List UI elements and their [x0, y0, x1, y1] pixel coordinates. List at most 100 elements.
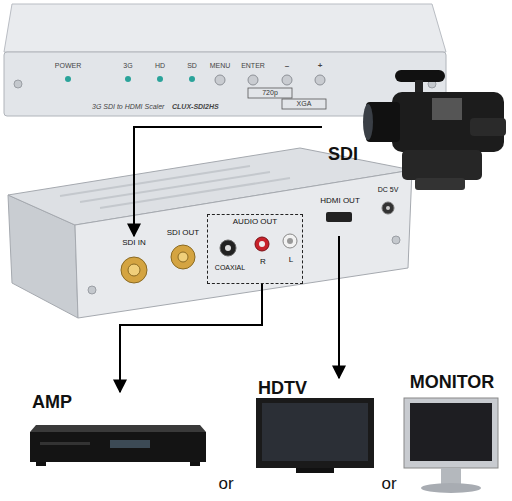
node-label: AMP [32, 392, 72, 413]
panel-label: HD [155, 62, 165, 70]
amplifier [30, 425, 206, 432]
panel-label: CLUX-SDI2HS [172, 103, 219, 111]
node-label: R [260, 257, 266, 266]
panel-label: 3G [123, 62, 132, 70]
computer-monitor [410, 403, 492, 461]
panel-label: or [218, 474, 233, 494]
power-jack [382, 202, 394, 214]
port-box: L [284, 255, 298, 267]
hdmi-port [326, 212, 352, 222]
bnc-connector [121, 257, 147, 283]
rca-jack [283, 234, 297, 248]
rca-jack [220, 240, 236, 256]
button-bracket [282, 99, 326, 109]
front-panel-device [4, 4, 446, 52]
panel-label: or [381, 474, 396, 494]
panel-button [315, 75, 325, 85]
amplifier [40, 442, 90, 445]
camcorder [402, 150, 482, 180]
node-label: AUDIO OUT [233, 217, 277, 226]
hdmi-port [326, 212, 352, 222]
scaler-device [60, 166, 250, 196]
device-box: AMP [28, 392, 210, 468]
panel-button [215, 75, 325, 85]
panel-label: XGA [297, 100, 312, 108]
computer-monitor [421, 483, 481, 493]
scaler-device [392, 236, 400, 244]
power-jack [382, 202, 394, 214]
rca-jack [255, 237, 269, 251]
status-led [65, 76, 195, 82]
panel-label: + [318, 61, 323, 70]
status-led [157, 76, 163, 82]
signal-cable [134, 127, 322, 236]
node-label: SDI OUT [167, 228, 199, 237]
panel-label: MENU [210, 62, 231, 70]
node-label: COAXIAL [215, 264, 245, 272]
rca-jack [259, 241, 265, 247]
scaler-device [80, 172, 270, 202]
panel-label: 3G SDI to HDMI Scaler [92, 103, 164, 111]
panel-button [248, 75, 258, 85]
button-bracket [248, 88, 326, 109]
camcorder [363, 104, 373, 140]
panel-label: SD [187, 62, 197, 70]
port-box: HDMI OUT [312, 194, 368, 236]
panel-label: ENTER [241, 62, 265, 70]
front-panel-device [14, 80, 22, 88]
status-led [65, 76, 71, 82]
node-label: SDI IN [122, 238, 146, 247]
hdtv-set [262, 403, 368, 461]
rca-jack [220, 234, 297, 256]
scaler-device [75, 170, 412, 318]
port-box: R [256, 257, 270, 269]
amplifier [30, 425, 206, 466]
camcorder [363, 70, 506, 190]
camcorder [415, 80, 423, 94]
panel-label: POWER [55, 62, 81, 70]
device-box: HDTV [250, 378, 384, 474]
panel-button [215, 75, 225, 85]
node-label: HDMI OUT [320, 196, 360, 205]
bnc-connector [121, 245, 195, 283]
camcorder [415, 178, 465, 190]
computer-monitor [441, 468, 461, 484]
bnc-connector [178, 252, 188, 262]
hdtv-set [296, 468, 334, 473]
button-bracket [248, 88, 292, 98]
hdtv-set [256, 398, 374, 468]
signal-name: SDI [328, 144, 358, 165]
camcorder [432, 98, 462, 120]
port-box: DC 5V [370, 184, 406, 222]
computer-monitor [404, 398, 498, 493]
amplifier [190, 462, 200, 466]
status-led [189, 76, 195, 82]
computer-monitor [404, 398, 498, 468]
signal-cable [338, 236, 340, 378]
rca-jack [287, 238, 293, 244]
port-box: SDI IN [108, 236, 160, 292]
node-label: L [289, 255, 293, 264]
camcorder [470, 118, 506, 136]
hdtv-set [256, 398, 374, 473]
power-jack [386, 206, 390, 210]
scaler-device [8, 148, 412, 318]
bnc-connector [128, 264, 140, 276]
node-label: HDTV [258, 378, 307, 399]
scaler-device [88, 286, 96, 294]
scaler-device [100, 178, 290, 208]
front-panel-device [4, 4, 446, 116]
status-led [125, 76, 131, 82]
audio-out-group: AUDIO OUT COAXIAL R L [207, 214, 303, 284]
signal-cable [120, 284, 262, 392]
panel-label: 720p [262, 89, 278, 97]
node-label: DC 5V [378, 186, 399, 194]
rca-jack [225, 245, 231, 251]
amplifier [30, 432, 206, 462]
panel-label: – [285, 61, 289, 70]
amplifier [110, 440, 150, 448]
amplifier [36, 462, 46, 466]
